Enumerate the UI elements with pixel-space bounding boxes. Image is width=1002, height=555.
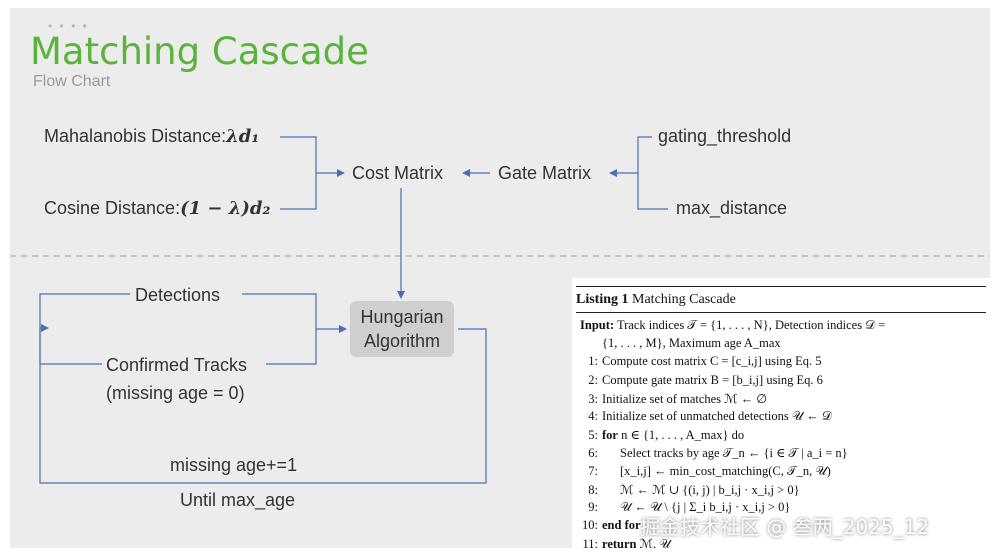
detections-label: Detections: [135, 285, 221, 305]
connector-confirmed-tracks: [266, 330, 317, 365]
listing-line-text: ℳ ← ℳ ∪ {(i, j) | b_i,j · x_i,j > 0}: [620, 482, 800, 497]
listing-line-number: 11:: [582, 537, 598, 548]
connector-cosine: [280, 172, 317, 210]
listing-line: 7: [x_i,j] ← min_cost_matching(C, 𝒯_n, 𝒰): [576, 463, 831, 479]
listing-header-rule: [576, 312, 986, 313]
listing-title-bold: Listing 1: [576, 292, 629, 307]
mahalanobis-label: Mahalanobis Distance:λd₁: [44, 126, 259, 147]
until-max-age-label: Until max_age: [180, 490, 296, 510]
slide-title: Matching Cascade: [30, 30, 369, 73]
cosine-text: Cosine Distance:: [44, 198, 181, 218]
listing-top-rule: [576, 286, 986, 287]
missing-age-zero-label: (missing age = 0): [106, 383, 245, 403]
listing-line: 6: Select tracks by age 𝒯_n ← {i ∈ 𝒯 | a_…: [576, 445, 848, 461]
loop-left-bracket: [39, 293, 130, 365]
confirmed-tracks-label: Confirmed Tracks: [106, 355, 248, 375]
cosine-formula: (1 − λ)d₂: [180, 198, 271, 219]
listing-title: Listing 1 Matching Cascade: [576, 292, 736, 308]
listing-line: 9: 𝒰 ← 𝒰 \ {j | Σ_i b_i,j · x_i,j > 0}: [576, 500, 790, 515]
listing-line: Input: Track indices 𝒯 = {1, . . . , N},…: [576, 318, 885, 333]
listing-line-text: Input: Track indices 𝒯 = {1, . . . , N},…: [580, 318, 886, 332]
listing-line: 8: ℳ ← ℳ ∪ {(i, j) | b_i,j · x_i,j > 0}: [576, 482, 800, 498]
listing-line-number: 5:: [588, 428, 598, 443]
listing-line: 11: return ℳ, 𝒰: [576, 536, 671, 548]
gate-matrix-node: Gate Matrix: [498, 163, 592, 183]
listing-line: 5: for n ∈ {1, . . . , A_max} do: [576, 427, 744, 443]
listing-line-text: end for: [602, 518, 641, 533]
listing-line-text: 𝒰 ← 𝒰 \ {j | Σ_i b_i,j · x_i,j > 0}: [620, 500, 791, 514]
listing-line-number: 7:: [588, 463, 598, 478]
connector-detections: [242, 293, 317, 330]
mahalanobis-text: Mahalanobis Distance:: [44, 126, 227, 146]
feedback-loop: [39, 328, 487, 484]
cost-matrix-node: Cost Matrix: [352, 163, 444, 183]
listing-line-text: Compute gate matrix B = [b_i,j] using Eq…: [602, 372, 823, 387]
listing-line: 2: Compute gate matrix B = [b_i,j] using …: [576, 373, 823, 388]
listing-title-rest: Matching Cascade: [628, 292, 736, 307]
listing-line-text: return ℳ, 𝒰: [602, 537, 671, 548]
listing-line-number: 6:: [588, 446, 598, 461]
listing-line-number: 9:: [588, 500, 598, 514]
listing-line-text: for n ∈ {1, . . . , A_max} do: [602, 428, 745, 443]
listing-line: 10: end for: [576, 518, 641, 533]
watermark: 掘金技术社区 @ 叁两_2025_12: [640, 515, 930, 539]
listing-line-number: 1:: [588, 354, 598, 369]
connector-mahalanobis: [280, 136, 317, 172]
missing-age-increment-label: missing age+=1: [170, 455, 298, 475]
hungarian-algorithm-node: Hungarian Algorithm: [350, 301, 454, 357]
listing-line: 4: Initialize set of unmatched detections…: [576, 409, 832, 424]
max-distance-label: max_distance: [676, 198, 788, 218]
listing-line-number: 10:: [582, 518, 598, 533]
slide-canvas: • • • • Matching Cascade Flow Chart: [10, 8, 990, 548]
listing-line-text: Initialize set of unmatched detections 𝒰…: [602, 409, 832, 423]
listing-line-text: [x_i,j] ← min_cost_matching(C, 𝒯_n, 𝒰): [620, 463, 831, 478]
algorithm-listing: Listing 1 Matching Cascade Input: Track …: [572, 278, 990, 548]
listing-line-number: 2:: [588, 372, 598, 387]
cosine-label: Cosine Distance:(1 − λ)d₂: [44, 198, 270, 219]
hungarian-line2: Algorithm: [363, 331, 441, 351]
flow-connectors: [10, 136, 990, 484]
listing-line-number: 3:: [588, 391, 598, 406]
listing-line-text: Compute cost matrix C = [c_i,j] using Eq…: [602, 354, 822, 369]
connector-gating-threshold: [637, 136, 652, 172]
listing-line-number: 4:: [588, 409, 598, 423]
listing-line-number: 8:: [588, 482, 598, 497]
listing-line: 3: Initialize set of matches ℳ ← ∅: [576, 391, 767, 407]
listing-line: 1: Compute cost matrix C = [c_i,j] using …: [576, 354, 822, 369]
drag-handle-dots: • • • •: [48, 19, 89, 33]
listing-line-text: {1, . . . , M}, Maximum age A_max: [602, 336, 781, 351]
mahalanobis-formula: λd₁: [226, 126, 260, 147]
listing-line-text: Select tracks by age 𝒯_n ← {i ∈ 𝒯 | a_i …: [620, 446, 848, 461]
listing-line-text: Initialize set of matches ℳ ← ∅: [602, 391, 768, 406]
listing-line: {1, . . . , M}, Maximum age A_max: [576, 336, 781, 351]
connector-max-distance: [637, 172, 668, 210]
hungarian-line1: Hungarian: [360, 307, 444, 327]
gating-threshold-label: gating_threshold: [658, 126, 792, 146]
slide-subtitle: Flow Chart: [33, 73, 111, 90]
